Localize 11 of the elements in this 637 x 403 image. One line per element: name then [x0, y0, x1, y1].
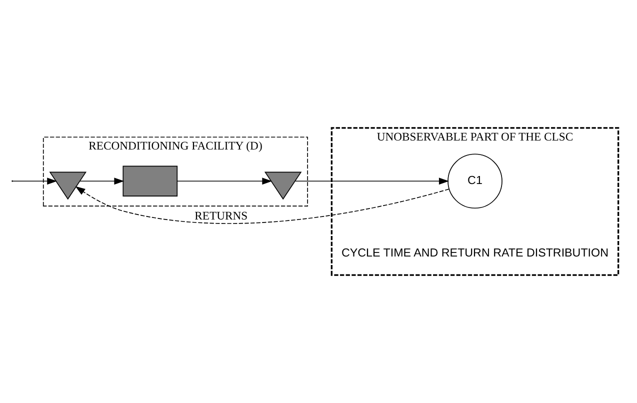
node-triangle — [264, 172, 302, 200]
arrow — [12, 178, 58, 185]
arrow — [75, 186, 450, 224]
cluster: RECONDITIONING FACILITY (D) — [42, 136, 308, 206]
arrow — [294, 178, 449, 185]
node-text: CYCLE TIME AND RETURN RATE DISTRIBUTION — [342, 246, 608, 260]
edge-label: RETURNS — [194, 210, 248, 223]
arrow — [80, 178, 124, 185]
node-box — [122, 166, 178, 197]
arrow — [176, 178, 272, 185]
node-circle: C1 — [448, 154, 502, 209]
